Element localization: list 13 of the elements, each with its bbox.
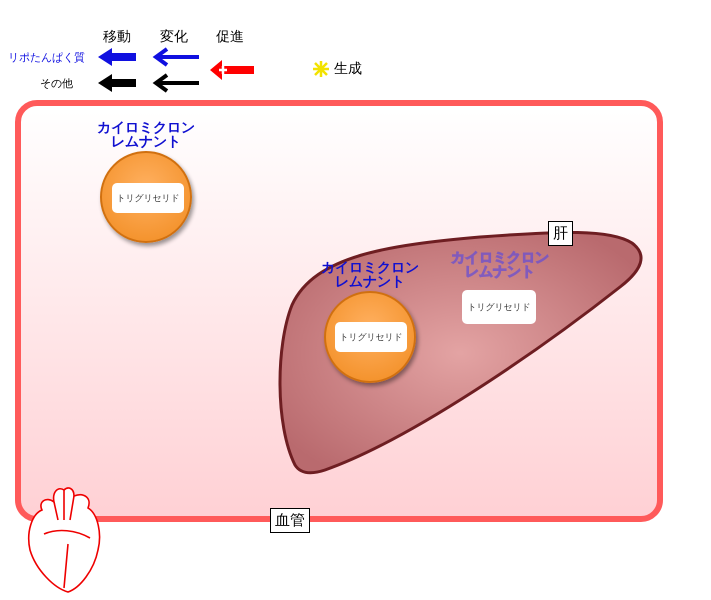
legend-label: リポたんぱく質 [8, 50, 85, 65]
vessel-label: 血管 [270, 508, 310, 533]
legend-column-label: 変化 [160, 28, 188, 46]
particle-label: カイロミクロンレムナント [96, 121, 196, 149]
legend-column-label: 移動 [103, 28, 131, 46]
faded-particle-label: カイロミクロンレムナント [450, 251, 550, 279]
liver-label: 肝 [548, 221, 573, 246]
triglyceride-box: トリグリセリド [462, 290, 536, 324]
legend-label: 生成 [334, 60, 362, 78]
triglyceride-box: トリグリセリド [335, 322, 407, 352]
triglyceride-box: トリグリセリド [112, 183, 184, 213]
legend-column-label: 促進 [216, 28, 244, 46]
legend-label: その他 [40, 76, 73, 91]
